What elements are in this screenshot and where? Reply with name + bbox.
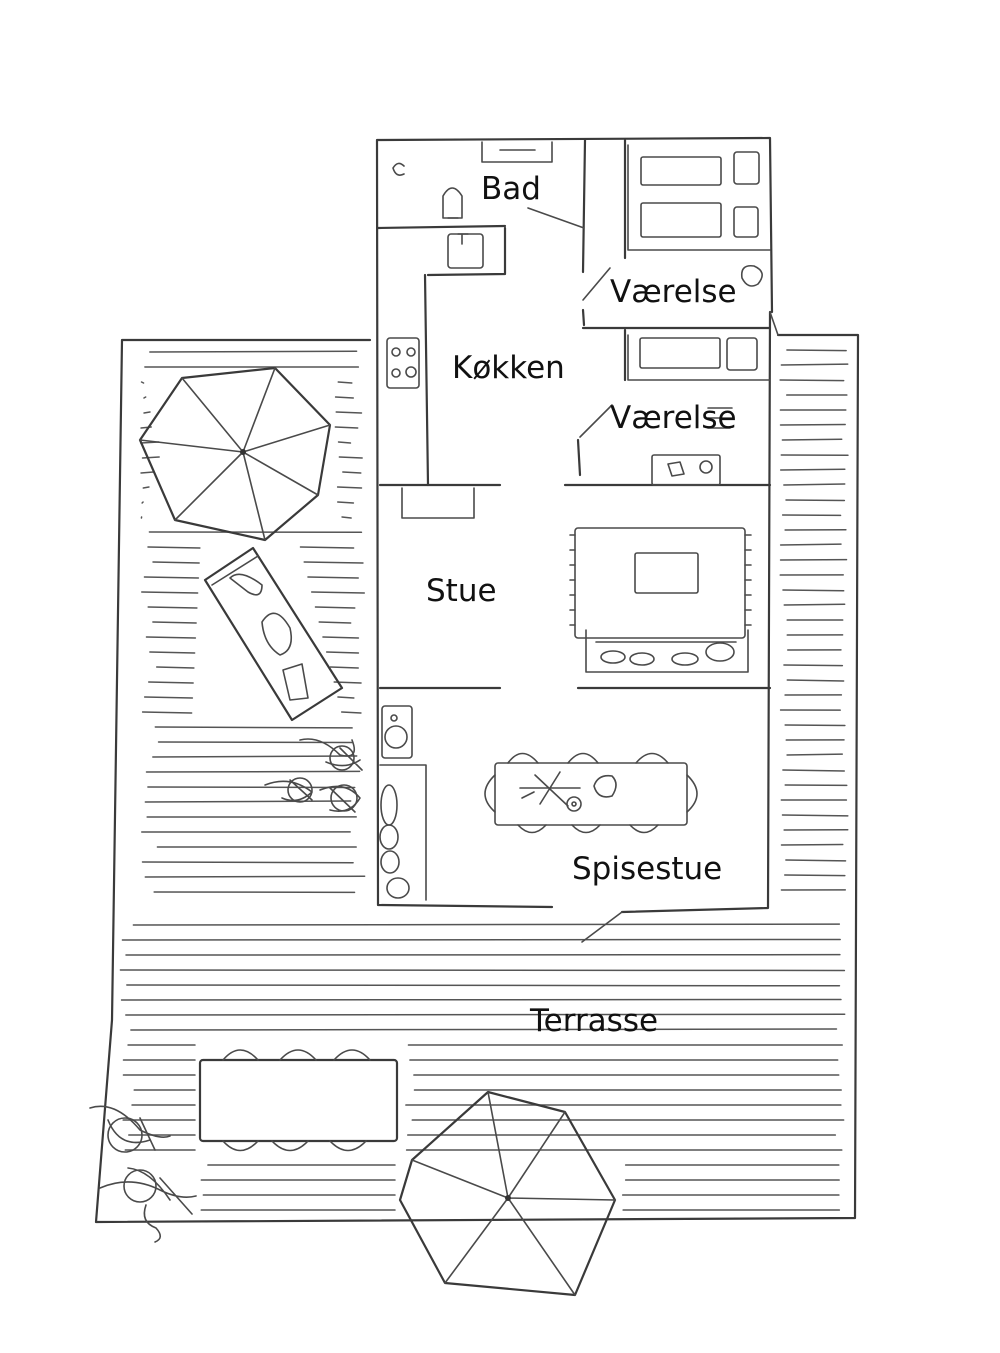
deck-plank <box>782 589 845 592</box>
deck-plank <box>785 859 847 862</box>
label-koekken: Køkken <box>452 350 565 386</box>
deck-plank <box>140 471 155 474</box>
house-outer-walls <box>375 136 779 914</box>
deck-plank <box>786 349 847 352</box>
deck-plank <box>143 411 151 414</box>
label-bad: Bad <box>481 171 541 207</box>
deck-plank <box>299 546 355 549</box>
deck-plank <box>341 516 352 519</box>
interior-walls <box>376 138 772 943</box>
deck-plank <box>314 606 356 609</box>
deck-plank <box>141 711 193 714</box>
deck-plank <box>337 441 352 444</box>
deck-plank <box>125 1013 846 1016</box>
deck-plank <box>779 423 846 426</box>
deck-plank <box>149 651 196 654</box>
label-vaerelse-2: Værelse <box>610 400 737 436</box>
parasol-upper <box>138 366 332 542</box>
deck-plank <box>779 543 842 546</box>
deck-plank <box>141 861 354 864</box>
deck-plank <box>140 381 145 384</box>
deck-plank <box>144 800 352 803</box>
label-spisestue: Spisestue <box>572 851 722 887</box>
deck-plank <box>311 591 366 594</box>
living-room-furniture <box>569 527 752 673</box>
label-terrasse: Terrasse <box>529 1003 658 1039</box>
dining-furniture <box>379 705 698 901</box>
deck-plank <box>142 486 150 489</box>
terrace-plants-upper <box>264 738 363 813</box>
deck-plank <box>334 396 355 399</box>
deck-plank <box>152 561 200 564</box>
deck-plank <box>783 483 846 486</box>
deck-plank <box>783 603 846 606</box>
deck-plank <box>318 621 352 624</box>
deck-plank <box>781 814 849 817</box>
deck-plank <box>337 696 355 699</box>
deck-plank <box>784 724 846 727</box>
deck-plank <box>143 576 200 579</box>
deck-plank <box>148 681 194 684</box>
deck-plank <box>342 471 362 474</box>
bathroom-fixtures <box>392 141 553 219</box>
deck-plank <box>126 984 841 987</box>
terrace-plants-lower <box>89 1105 197 1243</box>
deck-plank <box>341 711 362 714</box>
deck-plank <box>786 753 843 756</box>
deck-plank <box>782 769 846 772</box>
deck-plank <box>786 679 845 682</box>
deck-plank <box>120 998 842 1001</box>
bedroom-2-furniture <box>627 334 771 486</box>
deck-plank <box>147 606 198 609</box>
deck-plank <box>783 664 844 667</box>
sun-lounger <box>203 546 344 722</box>
deck-plank <box>337 501 355 504</box>
room-labels: Bad Værelse Køkken Værelse Stue Spisestu… <box>426 171 737 1039</box>
bedroom-1-furniture <box>627 144 771 287</box>
deck-plank <box>334 426 359 429</box>
deck-plank <box>141 591 199 594</box>
deck-plank <box>152 621 197 624</box>
deck-plank <box>130 1028 838 1031</box>
deck-plank <box>143 696 194 699</box>
deck-plank <box>780 843 844 846</box>
deck-plank <box>144 875 366 878</box>
deck-plank <box>141 501 144 504</box>
terrace-decking <box>119 349 849 1211</box>
parasol-lower <box>398 1090 617 1297</box>
deck-plank <box>152 755 358 758</box>
outdoor-table <box>198 1049 399 1152</box>
deck-plank <box>780 363 849 366</box>
label-stue: Stue <box>426 573 497 609</box>
deck-plank <box>779 468 846 471</box>
deck-plank <box>337 381 353 384</box>
deck-plank <box>336 486 363 489</box>
kitchen-fixtures <box>386 233 484 519</box>
deck-plank <box>322 636 360 639</box>
deck-plank <box>335 411 363 414</box>
deck-plank <box>141 456 160 459</box>
deck-plank <box>147 546 201 549</box>
deck-plank <box>307 576 359 579</box>
deck-plank <box>784 874 846 877</box>
deck-plank <box>781 438 843 441</box>
deck-plank <box>156 666 195 669</box>
deck-plank <box>145 770 361 773</box>
deck-plank <box>145 636 197 639</box>
deck-plank <box>132 923 841 926</box>
deck-plank <box>154 726 353 729</box>
deck-plank <box>143 396 147 399</box>
deck-plank <box>149 350 358 353</box>
deck-plank <box>329 666 359 669</box>
terrace-outline <box>94 333 860 1224</box>
label-vaerelse-1: Værelse <box>610 274 737 310</box>
deck-plank <box>779 379 845 382</box>
deck-plank <box>326 651 360 654</box>
deck-plank <box>303 561 364 564</box>
deck-plank <box>338 456 363 459</box>
